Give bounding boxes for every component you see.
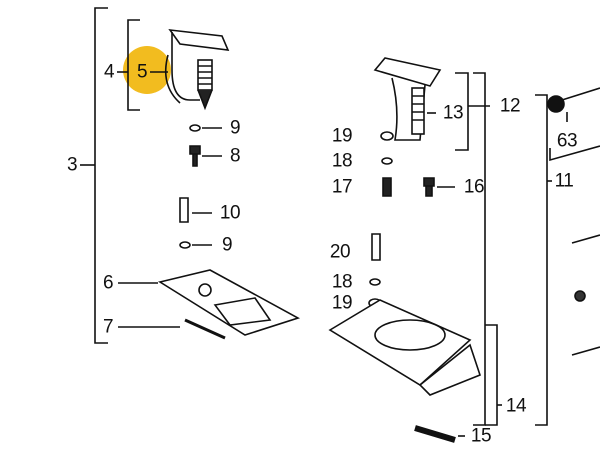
label-part-9-lower: 9 bbox=[221, 234, 233, 256]
label-part-63: 63 bbox=[556, 130, 578, 152]
label-part-20: 20 bbox=[329, 241, 351, 263]
label-part-12: 12 bbox=[499, 95, 521, 117]
label-part-11: 11 bbox=[554, 170, 574, 192]
bracket-3 bbox=[94, 7, 108, 344]
label-part-19: 19 bbox=[331, 125, 353, 147]
label-part-6: 6 bbox=[102, 272, 114, 294]
label-part-9: 9 bbox=[229, 117, 241, 139]
label-part-4: 4 bbox=[103, 61, 115, 83]
label-part-8: 8 bbox=[229, 145, 241, 167]
part-5-highlight bbox=[123, 46, 171, 94]
label-part-17: 17 bbox=[331, 176, 353, 198]
label-part-5: 5 bbox=[136, 61, 148, 83]
bracket-4 bbox=[127, 19, 140, 111]
label-part-7: 7 bbox=[102, 316, 114, 338]
label-part-16: 16 bbox=[463, 176, 485, 198]
label-part-18-lower: 18 bbox=[331, 271, 353, 293]
label-part-19-lower: 19 bbox=[331, 292, 353, 314]
label-part-3: 3 bbox=[66, 154, 78, 176]
part-6-plate bbox=[157, 269, 301, 336]
part-5-bracket bbox=[164, 28, 230, 111]
bracket-11 bbox=[473, 72, 486, 426]
label-part-15: 15 bbox=[470, 425, 492, 447]
part-13-bracket bbox=[373, 57, 442, 141]
label-part-18: 18 bbox=[331, 150, 353, 172]
label-part-10: 10 bbox=[219, 202, 241, 224]
label-part-13: 13 bbox=[442, 102, 464, 124]
label-part-14: 14 bbox=[505, 395, 527, 417]
part-14-base bbox=[328, 299, 481, 396]
bracket-13 bbox=[455, 72, 469, 151]
